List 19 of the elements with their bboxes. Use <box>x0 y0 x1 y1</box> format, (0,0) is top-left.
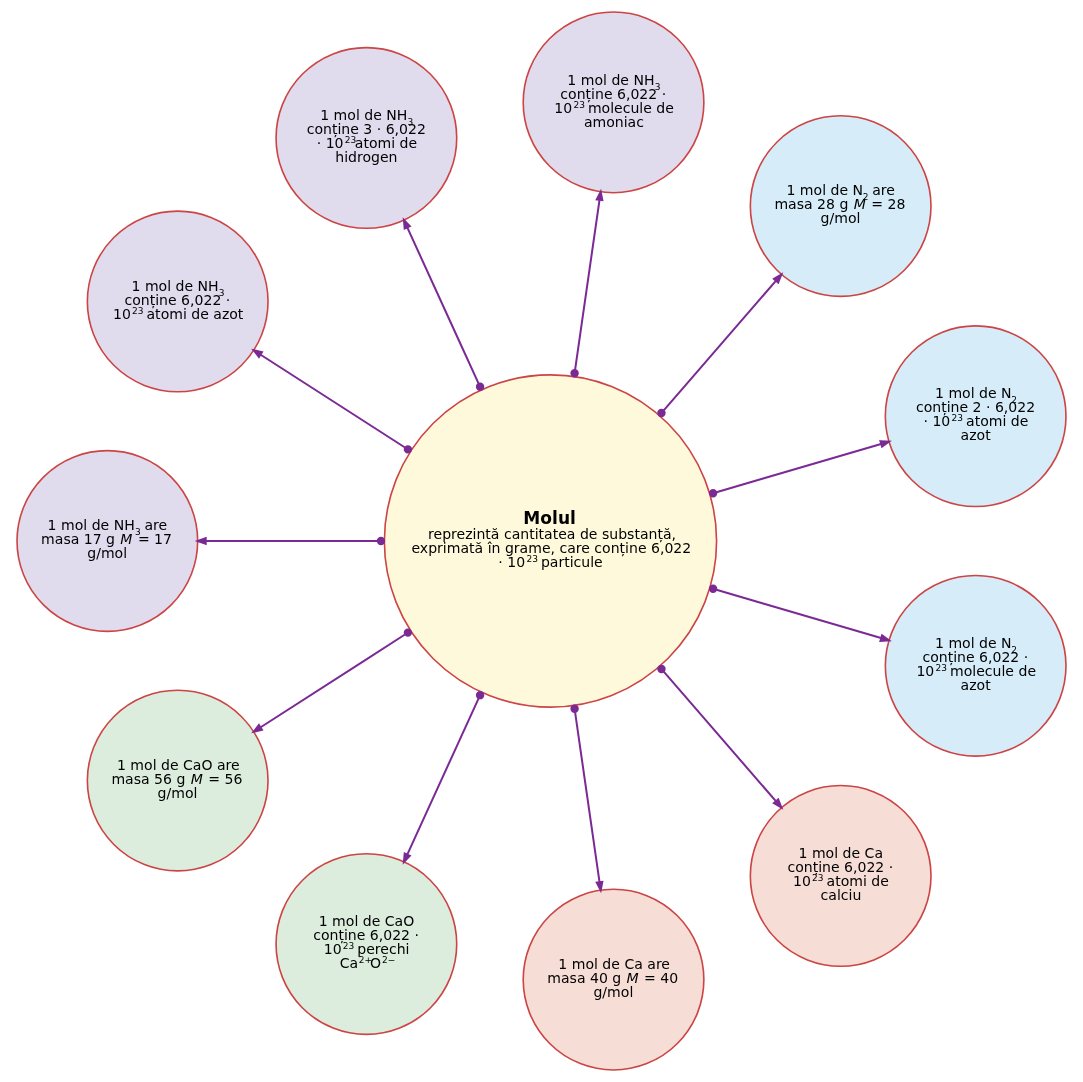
arrow <box>708 584 892 642</box>
arrow <box>657 272 784 418</box>
arrow <box>251 348 413 454</box>
node-circle: 1 mol de Ca are masa 40 g M = 40 g/mol <box>522 888 705 1071</box>
arrow <box>402 690 485 865</box>
arrow <box>402 217 485 392</box>
node-circle: 1 mol de Ca conține 6,022 · 10$^{23}$ atomi de calciu <box>749 784 932 968</box>
node-circle: 1 mol de CaO are masa 56 g M = 56 g/mol <box>86 689 269 872</box>
arrow <box>251 628 413 734</box>
arrow <box>194 536 386 546</box>
arrow <box>570 188 604 378</box>
arrow <box>657 664 784 810</box>
node-circle: 1 mol de N$_{2}$ conține 2 · 6,022 · 10$^{23}$ atomi de azot <box>884 325 1067 508</box>
node-circle: 1 mol de NH$_{3}$ are masa 17 g M = 17 g/mol <box>16 449 199 633</box>
node-circle: 1 mol de NH$_{3}$ conține 6,022 · 10$^{23}$ molecule de amoniac <box>522 11 705 194</box>
arrow <box>708 440 892 498</box>
node-circle: 1 mol de NH$_{3}$ conține 6,022 · 10$^{23}$ atomi de azot <box>86 210 269 393</box>
arrow <box>570 704 604 894</box>
node-circle: 1 mol de N$_{2}$ conține 6,022 · 10$^{23}$ molecule de azot <box>884 574 1067 757</box>
